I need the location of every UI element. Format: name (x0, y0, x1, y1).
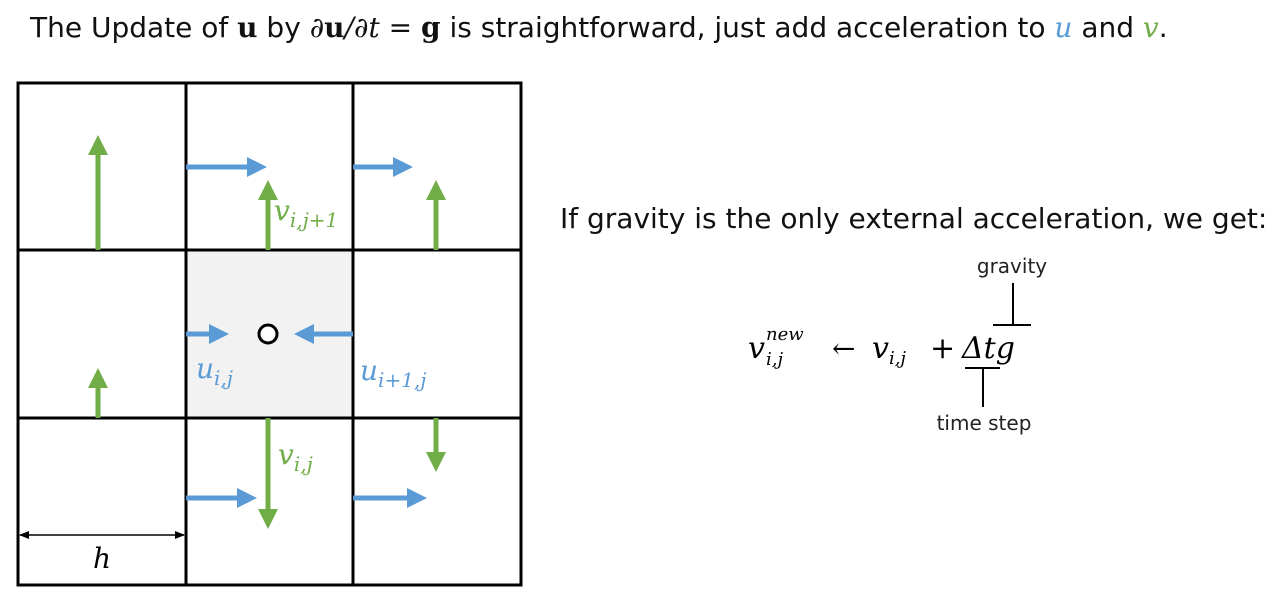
svg-text:+: + (930, 331, 955, 366)
cell-center-marker (257, 323, 279, 345)
label-u-left: ui,j (196, 352, 233, 390)
timestep-label: time step (937, 411, 1032, 435)
svg-text:v: v (748, 331, 765, 366)
label-v-bottom: vi,j (278, 438, 313, 476)
svg-text:i,j: i,j (766, 349, 783, 370)
grid-border (16, 81, 523, 587)
svg-text:vi,j: vi,j (872, 331, 906, 369)
svg-text:Δtg: Δtg (961, 331, 1015, 366)
svg-text:new: new (766, 324, 804, 345)
cell-size-label: h (93, 542, 111, 575)
gravity-statement: If gravity is the only external accelera… (560, 202, 1267, 235)
gravity-label: gravity (977, 254, 1047, 278)
label-u-right: ui+1,j (360, 354, 426, 392)
label-v-top: vi,j+1 (274, 194, 338, 232)
update-formula: v new i,j ← vi,j + Δtg (748, 324, 1015, 370)
svg-text:←: ← (832, 332, 855, 365)
slide-title: The Update of u by ∂u/∂t = g is straight… (29, 11, 1168, 44)
